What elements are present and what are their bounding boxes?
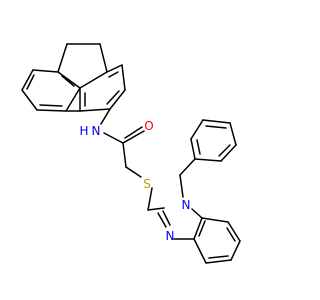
bond — [205, 125, 227, 129]
bond — [106, 90, 120, 105]
bond — [125, 166, 142, 178]
bond — [26, 74, 35, 90]
bond — [99, 43, 108, 73]
amide-hydrogen-label: H — [79, 124, 88, 138]
bond — [124, 126, 143, 139]
bond — [202, 119, 231, 124]
bond — [218, 144, 231, 157]
bond — [108, 71, 119, 78]
bond — [157, 212, 167, 228]
bond — [103, 132, 124, 144]
bond — [79, 71, 108, 89]
bond — [193, 238, 207, 264]
bond — [121, 64, 126, 91]
bond — [191, 208, 203, 219]
bond — [193, 217, 203, 240]
molecule-structure: N H O S N N — [21, 43, 241, 264]
thioether-sulfur-label: S — [143, 177, 151, 191]
bond — [36, 109, 67, 112]
bond — [194, 158, 222, 162]
amide-nitrogen-label: N — [92, 124, 101, 138]
bond — [229, 122, 237, 146]
carbonyl-oxygen-label: O — [144, 119, 153, 133]
bond — [122, 130, 145, 144]
bond — [230, 240, 241, 261]
bond — [208, 255, 229, 259]
bond — [61, 75, 75, 87]
bond — [179, 174, 184, 198]
bond — [39, 104, 63, 107]
bond — [162, 210, 171, 226]
bond — [205, 259, 232, 264]
bond — [21, 89, 38, 111]
bond — [190, 119, 204, 140]
bond — [122, 142, 127, 168]
bond — [106, 64, 123, 73]
bond — [32, 69, 59, 73]
bond — [100, 108, 111, 125]
imidazole-n3-label: N — [166, 229, 175, 243]
bond — [57, 71, 81, 89]
bond — [179, 158, 196, 176]
bond — [220, 144, 237, 162]
bond — [147, 207, 165, 211]
bond — [109, 89, 126, 110]
bond — [79, 108, 111, 112]
bond — [201, 217, 229, 223]
bond — [21, 69, 34, 91]
bond — [227, 221, 241, 242]
bond — [57, 43, 68, 73]
bond — [190, 138, 196, 160]
bond — [65, 87, 81, 112]
bond — [226, 227, 236, 242]
bond — [196, 139, 201, 155]
structure-canvas: N H O S N N — [21, 43, 241, 264]
imidazole-n1-label: N — [182, 198, 191, 212]
bond — [147, 187, 153, 211]
bond — [198, 220, 206, 237]
